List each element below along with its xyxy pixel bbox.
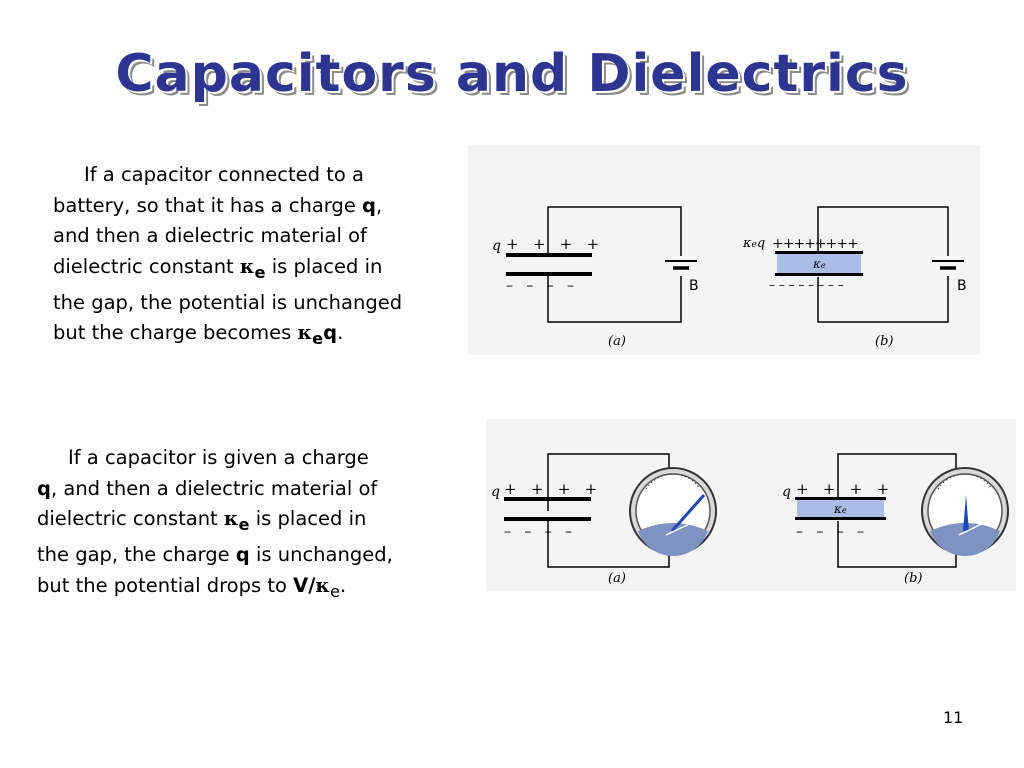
subscript: e: [752, 240, 757, 250]
voltmeter: [921, 467, 1009, 556]
line: the gap, the potential is unchanged: [53, 290, 403, 314]
subscript: e: [842, 506, 847, 515]
kappa: κ: [833, 502, 842, 516]
kappa-symbol: κ: [239, 254, 255, 278]
battery-label: B: [957, 278, 967, 294]
top-plate: [775, 251, 863, 254]
charge-label: q: [491, 484, 500, 500]
bottom-plate: [506, 272, 592, 276]
slide-title: Capacitors and Dielectrics: [115, 44, 909, 104]
charge-label: q: [492, 238, 501, 254]
top-plate: [506, 253, 592, 257]
kappa-subscript: e: [238, 514, 250, 534]
line: , and then a dielectric material of: [50, 476, 378, 500]
caption-b: (b): [904, 571, 922, 586]
line: is placed in: [265, 254, 383, 278]
kappa-symbol: κ: [315, 573, 330, 597]
circuit-b: κeq ++++++++ κe – – – – – – – – B (b): [742, 206, 967, 349]
charge-symbol: q: [37, 476, 51, 500]
caption-b: (b): [875, 334, 893, 349]
charge-symbol: q: [362, 193, 376, 217]
bottom-plate: [795, 517, 886, 520]
line: is placed in: [249, 507, 367, 530]
line: dielectric constant: [37, 507, 224, 530]
line: the gap, the charge: [37, 543, 236, 567]
battery-label: B: [689, 278, 699, 294]
line: but the potential drops to: [37, 573, 294, 597]
minus-charges: – – – –: [506, 278, 574, 294]
line: If a capacitor connected to a: [53, 163, 364, 186]
minus-charges: – – – –: [796, 524, 864, 540]
line: If a capacitor is given a charge: [37, 446, 369, 469]
line: dielectric constant: [53, 254, 240, 278]
needle: [963, 495, 969, 531]
circuit-a: q + + + + – – – – B (a): [492, 206, 699, 349]
caption-a: (a): [608, 334, 626, 349]
dielectric-label: κe: [833, 502, 847, 516]
charge-symbol: q: [235, 543, 250, 567]
voltmeter-capacitor-figure: q + + + + – – – – (a) q + + + + κe – – –…: [486, 419, 1016, 591]
bottom-plate: [775, 273, 863, 276]
line: and then a dielectric material of: [53, 224, 367, 247]
dielectric-label: κe: [812, 257, 826, 271]
top-plate: [795, 497, 886, 500]
circuit-b: q + + + + κe – – – – (b): [782, 453, 1009, 586]
induced-charge-label: κeq: [742, 236, 765, 251]
kappa-symbol: κ: [223, 507, 239, 530]
potential-symbol: V/: [293, 573, 316, 597]
bottom-plate: [504, 517, 591, 521]
plus-charges: + + + +: [506, 235, 599, 253]
subscript: e: [821, 261, 826, 270]
line: is unchanged,: [249, 543, 393, 567]
line: but the charge becomes: [53, 321, 298, 345]
kappa: κ: [742, 236, 752, 251]
voltmeter: [629, 467, 717, 556]
kappa-subscript: e: [329, 581, 340, 601]
plus-charges: ++++++++: [772, 236, 858, 252]
circuit-a: q + + + + – – – – (a): [491, 453, 717, 586]
charge-label: q: [782, 484, 791, 500]
charge: q: [757, 236, 765, 251]
battery-capacitor-figure: q + + + + – – – – B (a) κeq ++++++++ κe …: [468, 145, 980, 355]
plus-charges: + + + +: [796, 480, 889, 498]
period: .: [337, 321, 344, 345]
line: battery, so that it has a charge: [53, 193, 363, 217]
charge-symbol: q: [323, 321, 338, 345]
kappa-subscript: e: [312, 329, 324, 349]
top-plate: [504, 497, 591, 501]
dielectric-slab: [797, 499, 884, 518]
caption-a: (a): [608, 571, 626, 586]
plus-charges: + + + +: [504, 480, 597, 498]
kappa-symbol: κ: [297, 321, 313, 345]
kappa: κ: [812, 257, 821, 271]
minus-charges: – – – – – – – –: [769, 278, 844, 292]
paragraph-charge-increases: If a capacitor connected to a battery, s…: [53, 160, 402, 355]
dielectric-slab: [777, 253, 861, 274]
minus-charges: – – – –: [504, 524, 572, 540]
period: .: [339, 573, 347, 597]
needle: [670, 494, 706, 532]
page-number: 11: [943, 708, 964, 727]
paragraph-potential-drops: If a capacitor is given a charge q, and …: [37, 443, 393, 607]
comma: ,: [375, 193, 383, 217]
kappa-subscript: e: [254, 262, 266, 282]
